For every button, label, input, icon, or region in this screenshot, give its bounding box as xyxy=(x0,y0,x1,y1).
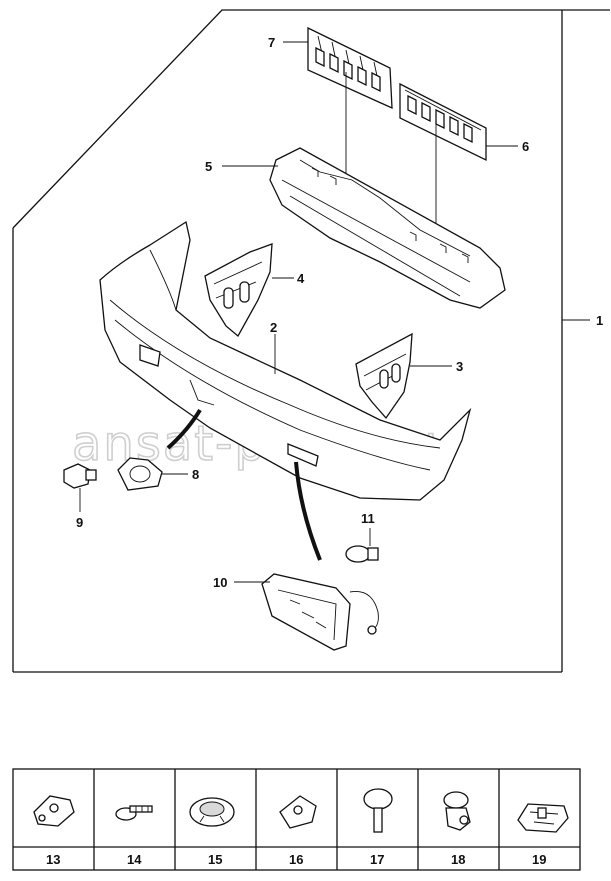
fastener-13-u-nut[interactable] xyxy=(33,795,75,827)
part-4-side-bracket[interactable] xyxy=(204,243,273,338)
part-6-bracket[interactable] xyxy=(399,82,487,162)
assembly-frame xyxy=(12,9,610,673)
part-11-bulb[interactable] xyxy=(345,545,379,563)
callout-6: 6 xyxy=(522,139,529,154)
fastener-label-14: 14 xyxy=(127,852,142,867)
callout-7: 7 xyxy=(268,35,275,50)
part-5-reinforcement[interactable] xyxy=(269,147,506,309)
fastener-label-19: 19 xyxy=(532,852,546,867)
fastener-19-bracket-clip[interactable] xyxy=(517,803,569,833)
fastener-15-push-nut[interactable] xyxy=(189,797,235,827)
callout-8: 8 xyxy=(192,467,199,482)
fastener-label-13: 13 xyxy=(46,852,60,867)
part-2-bumper-cover[interactable] xyxy=(99,220,472,501)
callout-3: 3 xyxy=(456,359,463,374)
fastener-label-15: 15 xyxy=(208,852,222,867)
fastener-table: 13 14 15 16 17 18 19 xyxy=(12,768,581,871)
fastener-18-clip[interactable] xyxy=(443,791,471,831)
part-9-socket[interactable] xyxy=(63,463,97,489)
fastener-14-screw[interactable] xyxy=(115,805,153,821)
callout-10: 10 xyxy=(213,575,227,590)
fastener-label-17: 17 xyxy=(370,852,384,867)
callout-2: 2 xyxy=(270,320,277,335)
part-8-lamp-housing[interactable] xyxy=(117,457,163,491)
callout-4: 4 xyxy=(297,271,305,286)
wiring-harness-left xyxy=(166,408,202,450)
callout-11: 11 xyxy=(361,511,375,526)
part-10-marker-lamp[interactable] xyxy=(261,573,379,651)
fastener-label-16: 16 xyxy=(289,852,303,867)
part-3-side-bracket[interactable] xyxy=(355,332,413,420)
wiring-harness-right xyxy=(294,461,322,561)
fastener-17-push-rivet[interactable] xyxy=(363,788,393,833)
part-7-bracket[interactable] xyxy=(307,26,393,110)
fastener-label-18: 18 xyxy=(451,852,465,867)
fastener-16-clip-nut[interactable] xyxy=(279,795,317,829)
callout-5: 5 xyxy=(205,159,212,174)
callout-1: 1 xyxy=(596,313,603,328)
callout-9: 9 xyxy=(76,515,83,530)
